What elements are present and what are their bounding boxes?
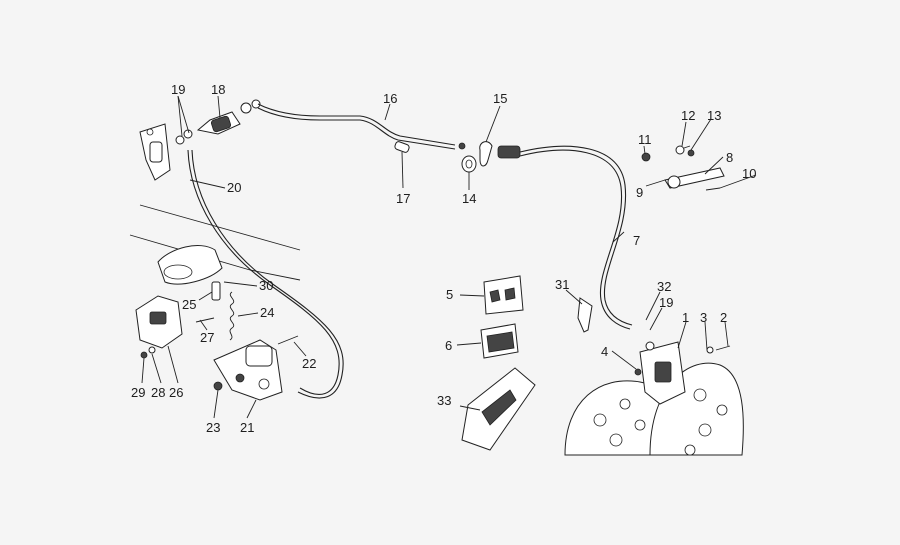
fitting-14-15 bbox=[458, 141, 521, 173]
hose-20 bbox=[187, 149, 340, 395]
rear-bracket-26 bbox=[135, 295, 183, 359]
clip-31 bbox=[577, 297, 593, 333]
bracket-8-assembly bbox=[641, 145, 725, 191]
label-part-18: 18 bbox=[211, 82, 225, 97]
label-part-33: 33 bbox=[437, 393, 451, 408]
label-part-7: 7 bbox=[633, 233, 640, 248]
label-part-24: 24 bbox=[260, 305, 274, 320]
label-part-13: 13 bbox=[707, 108, 721, 123]
label-part-20: 20 bbox=[227, 180, 241, 195]
label-part-19-caliper: 19 bbox=[659, 295, 673, 310]
label-part-15: 15 bbox=[493, 91, 507, 106]
label-part-12: 12 bbox=[681, 108, 695, 123]
label-part-21: 21 bbox=[240, 420, 254, 435]
banjo-fitting-top bbox=[196, 99, 261, 135]
label-part-11: 11 bbox=[638, 132, 652, 147]
label-part-19-top: 19 bbox=[171, 82, 185, 97]
brake-line-16 bbox=[257, 103, 456, 146]
rear-caliper-21 bbox=[213, 335, 299, 401]
label-part-8: 8 bbox=[726, 150, 733, 165]
clip-17 bbox=[394, 141, 410, 153]
label-part-25: 25 bbox=[182, 297, 196, 312]
label-part-32: 32 bbox=[657, 279, 671, 294]
label-part-30: 30 bbox=[259, 278, 273, 293]
label-part-9: 9 bbox=[636, 185, 643, 200]
label-part-27: 27 bbox=[200, 330, 214, 345]
hose-20-outline bbox=[191, 149, 344, 399]
pad-kit-33 bbox=[461, 367, 536, 451]
label-part-31: 31 bbox=[555, 277, 569, 292]
label-part-14: 14 bbox=[462, 191, 476, 206]
label-part-29: 29 bbox=[131, 385, 145, 400]
label-part-22: 22 bbox=[302, 356, 316, 371]
label-part-3: 3 bbox=[700, 310, 707, 325]
label-part-26: 26 bbox=[169, 385, 183, 400]
label-part-6: 6 bbox=[445, 338, 452, 353]
spring-24-pin-25 bbox=[195, 281, 235, 341]
front-master-cylinder bbox=[139, 123, 193, 181]
front-caliper-1 bbox=[634, 341, 731, 405]
frame-boot bbox=[157, 245, 223, 285]
pad-set-6 bbox=[480, 323, 519, 359]
pad-set-5 bbox=[483, 275, 524, 315]
brake-line-16-outline bbox=[257, 107, 456, 150]
label-part-10: 10 bbox=[742, 166, 756, 181]
label-part-4: 4 bbox=[601, 344, 608, 359]
label-part-23: 23 bbox=[206, 420, 220, 435]
label-part-16: 16 bbox=[383, 91, 397, 106]
label-part-1: 1 bbox=[682, 310, 689, 325]
leader-lines bbox=[141, 95, 757, 419]
label-part-17: 17 bbox=[396, 191, 410, 206]
label-part-28: 28 bbox=[151, 385, 165, 400]
label-part-5: 5 bbox=[446, 287, 453, 302]
hose-7 bbox=[519, 145, 633, 326]
part-number-labels: 1 2 3 4 5 6 7 8 9 10 11 12 13 14 15 16 1… bbox=[131, 82, 756, 435]
hose-7-outline bbox=[519, 149, 631, 330]
label-part-2: 2 bbox=[720, 310, 727, 325]
